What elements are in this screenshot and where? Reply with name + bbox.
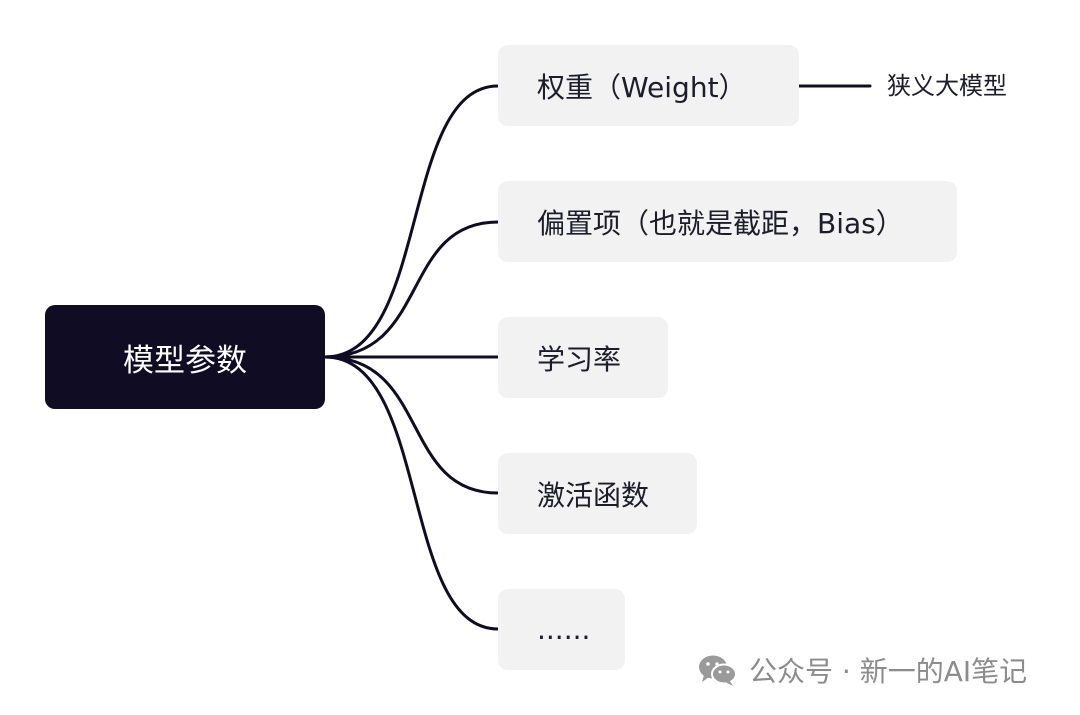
node-weight-label: 权重（Weight） xyxy=(537,70,747,104)
node-ellipsis-label: ...... xyxy=(537,613,591,646)
node-activation-function: 激活函数 xyxy=(498,453,697,534)
watermark: 公众号 · 新一的AI笔记 xyxy=(697,650,1027,690)
node-activation-function-label: 激活函数 xyxy=(537,478,650,512)
connector-bias xyxy=(323,220,500,359)
watermark-text: 公众号 · 新一的AI笔记 xyxy=(749,655,1028,688)
root-node-label: 模型参数 xyxy=(123,342,247,379)
node-learning-rate-label: 学习率 xyxy=(537,342,622,376)
node-bias-label: 偏置项（也就是截距，Bias） xyxy=(537,206,904,240)
wechat-icon xyxy=(699,655,737,686)
root-node-model-params: 模型参数 xyxy=(45,305,325,409)
connector-weight xyxy=(323,84,500,359)
node-weight: 权重（Weight） xyxy=(498,45,799,126)
connector-activation xyxy=(323,355,500,495)
side-note-narrow-llm: 狭义大模型 xyxy=(887,72,1007,100)
node-learning-rate: 学习率 xyxy=(498,317,668,398)
connector-ellipsis xyxy=(323,355,500,631)
node-bias: 偏置项（也就是截距，Bias） xyxy=(498,181,957,262)
node-ellipsis: ...... xyxy=(498,589,625,670)
